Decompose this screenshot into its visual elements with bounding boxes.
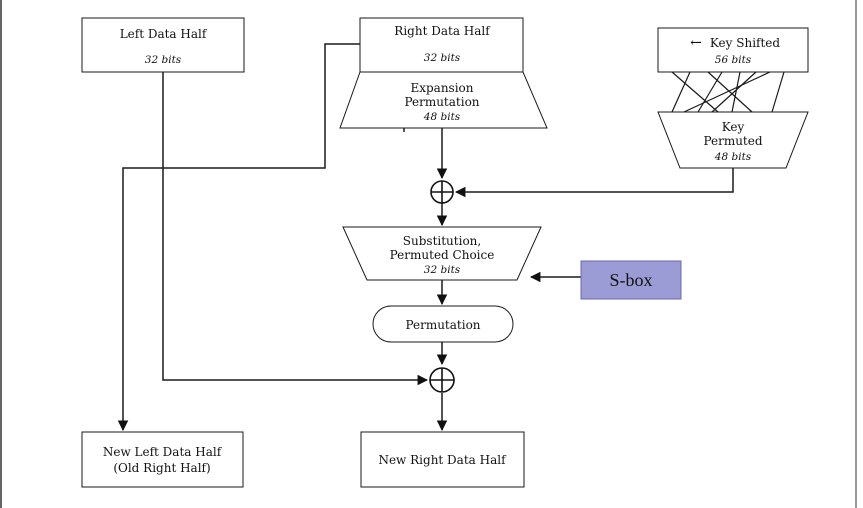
xor-bottom-icon <box>429 367 455 393</box>
connector-key-to-xor <box>454 168 734 198</box>
permutation-label: Permutation <box>405 318 480 332</box>
key-crossing-wires <box>671 71 785 113</box>
expansion-bits: 48 bits <box>423 111 461 123</box>
new-right-label: New Right Data Half <box>378 453 507 467</box>
key-permuted-bits: 48 bits <box>714 151 752 163</box>
connector-left-to-xor <box>162 72 429 386</box>
expansion-line2: Permutation <box>404 95 479 109</box>
right-data-half-label: Right Data Half <box>394 24 491 38</box>
right-data-half-box: Right Data Half 32 bits <box>359 17 524 73</box>
left-data-half-label: Left Data Half <box>120 27 208 41</box>
key-permuted-line2: Permuted <box>703 134 762 148</box>
permutation-box: Permutation <box>372 305 514 343</box>
substitution-box: Substitution, Permuted Choice 32 bits <box>342 226 542 281</box>
new-left-line2: (Old Right Half) <box>113 461 210 475</box>
key-shifted-bits: 56 bits <box>715 54 752 66</box>
right-data-half-bits: 32 bits <box>424 52 461 64</box>
left-data-half-bits: 32 bits <box>145 54 182 66</box>
left-data-half-box: Left Data Half 32 bits <box>81 17 245 73</box>
substitution-bits: 32 bits <box>424 264 461 276</box>
new-left-line1: New Left Data Half <box>103 445 223 459</box>
new-left-data-half-box: New Left Data Half (Old Right Half) <box>81 431 244 488</box>
sbox-box: S-box <box>580 260 682 300</box>
key-permuted-box: Key Permuted 48 bits <box>657 111 809 169</box>
substitution-line1: Substitution, <box>403 234 481 248</box>
key-shifted-arrow-icon: ← <box>690 35 702 51</box>
connector-right-to-new-left <box>117 43 360 432</box>
expansion-permutation-box: Expansion Permutation 48 bits <box>339 71 548 129</box>
new-right-data-half-box: New Right Data Half <box>360 431 525 488</box>
xor-top-icon <box>430 180 454 204</box>
sbox-label: S-box <box>609 270 652 290</box>
key-shifted-label: Key Shifted <box>710 36 780 50</box>
key-permuted-line1: Key <box>722 120 745 134</box>
key-shifted-box: ← Key Shifted 56 bits <box>657 27 809 73</box>
substitution-line2: Permuted Choice <box>390 248 495 262</box>
expansion-line1: Expansion <box>410 81 473 95</box>
